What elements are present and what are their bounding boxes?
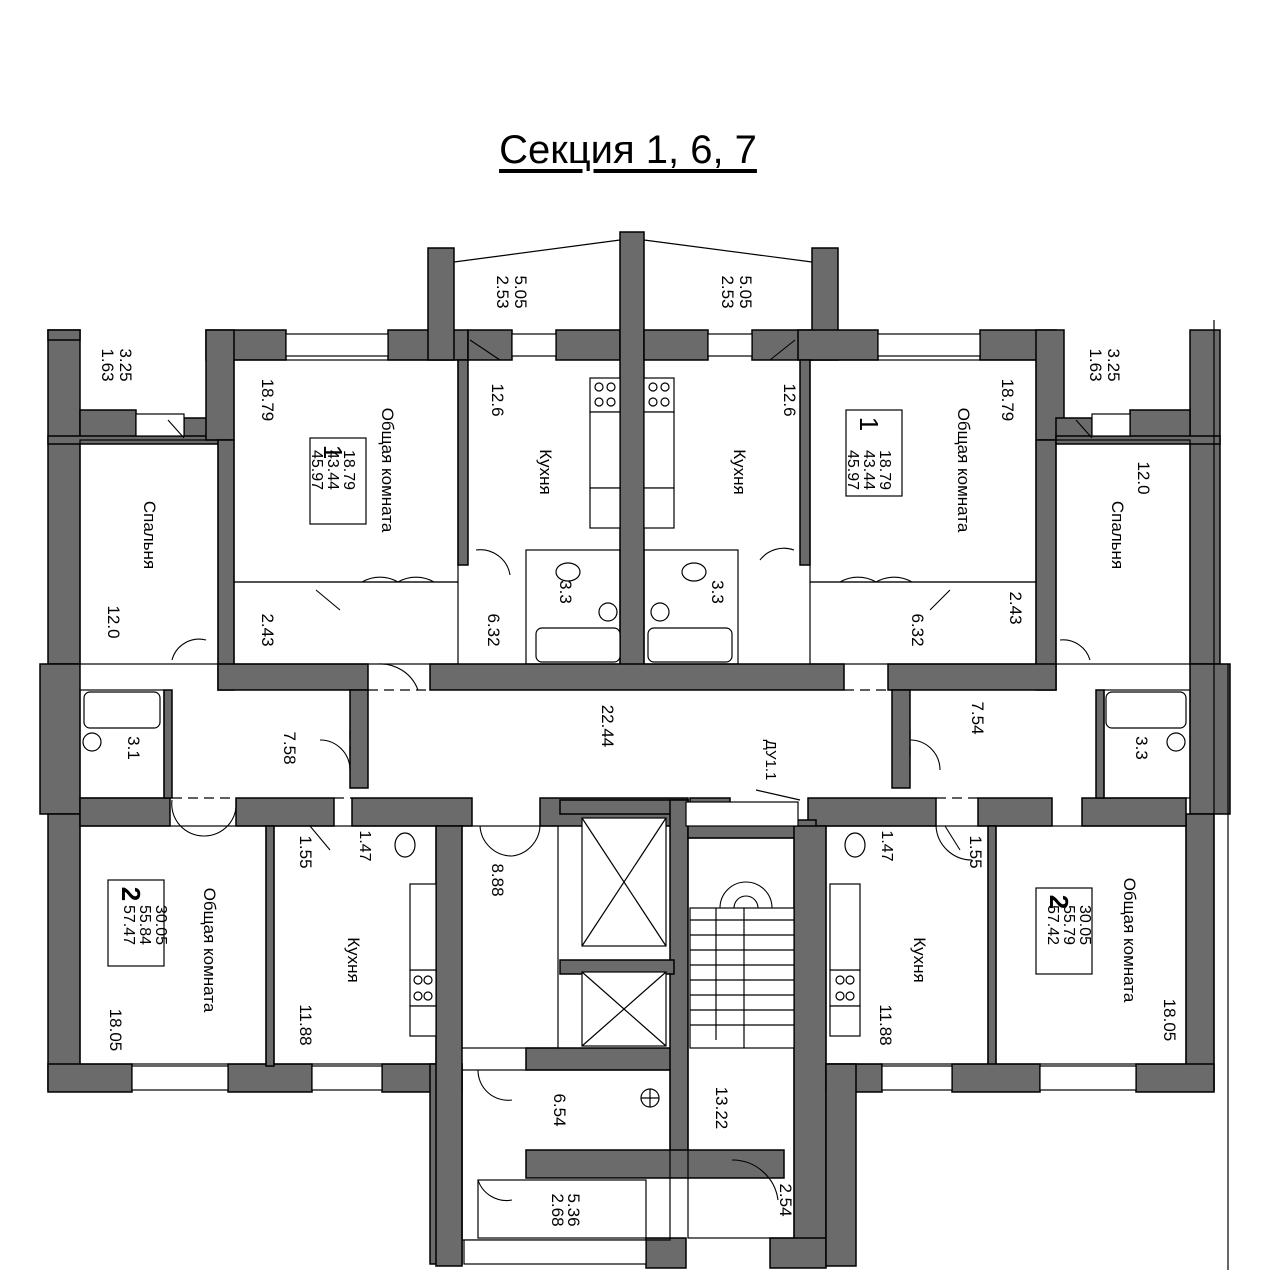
label-tl-living-name: Общая комната: [378, 408, 397, 533]
label-l-bed-area: 12.0: [104, 605, 123, 638]
label-tl-corr: 6.32: [484, 613, 503, 646]
label-bal-l-a: 3.25: [116, 348, 135, 381]
label-r-bed-area: 12.0: [1134, 461, 1153, 494]
apartment-type-box: [1035, 887, 1093, 975]
label-bl-kitchen-area: 11.88: [296, 1004, 315, 1045]
label-bl-kitchen-name: Кухня: [344, 937, 363, 983]
plan-title: Секция 1, 6, 7: [499, 128, 757, 172]
label-tr-corr: 6.32: [908, 613, 927, 646]
label-loggia-l-a: 5.05: [511, 275, 530, 308]
label-vest-c: 2.54: [776, 1183, 795, 1216]
partitions: [79, 239, 1229, 1270]
walls: [39, 231, 1231, 1269]
label-bal-r-a: 3.25: [1104, 348, 1123, 381]
label-r-bath: 3.3: [1132, 736, 1151, 760]
openings: [172, 689, 978, 799]
label-loggia-r-b: 2.53: [718, 275, 737, 308]
label-tr-bath: 3.3: [708, 580, 727, 604]
apartment-rooms-count: 1: [854, 417, 884, 431]
label-br-living-name: Общая комната: [1120, 878, 1139, 1003]
label-bl-box-c: 57.47: [120, 905, 137, 945]
label-tl-box-a: 18.79: [340, 450, 357, 490]
label-loggia-r-a: 5.05: [736, 275, 755, 308]
label-bl-wc-a: 1.55: [296, 835, 315, 868]
label-tr-kitchen-area: 12.6: [780, 383, 799, 416]
apartment-type-box: [845, 409, 903, 497]
doors: [167, 339, 1093, 1202]
label-br-living-area: 18.05: [1160, 999, 1179, 1042]
apartment-type-box: [107, 879, 165, 967]
label-tl-kitchen-name: Кухня: [536, 449, 555, 495]
label-tr-kitchen-name: Кухня: [730, 449, 749, 495]
label-tl-kitchen-area: 12.6: [488, 383, 507, 416]
apartment-rooms-count: 2: [116, 887, 146, 901]
label-br-box-c: 57.42: [1044, 905, 1061, 945]
apartment-type-box: [309, 437, 367, 525]
label-r-bed-name: Спальня: [1108, 501, 1127, 569]
label-tr-living-name: Общая комната: [954, 408, 973, 533]
label-br-box-a: 30.05: [1076, 905, 1093, 945]
label-vest-b: 2.68: [548, 1193, 567, 1226]
label-stair: 13.22: [712, 1087, 731, 1130]
label-tl-living-area: 18.79: [258, 379, 277, 422]
label-l-corr: 7.58: [280, 731, 299, 764]
apartment-rooms-count: 1: [318, 445, 348, 459]
label-tr-living-area: 18.79: [998, 379, 1017, 422]
label-br-wc-b: 1.55: [966, 835, 985, 868]
label-bl-box-a: 30.05: [152, 905, 169, 945]
label-loggia-l-b: 2.53: [493, 275, 512, 308]
windows: [131, 333, 1137, 1265]
label-tr-hall: 2.43: [1006, 591, 1025, 624]
label-tl-bath: 3.3: [556, 580, 575, 604]
label-tr-box-a: 18.79: [876, 450, 893, 490]
label-lobby: 6.54: [550, 1093, 569, 1126]
label-tl-box-c: 45.97: [308, 450, 325, 490]
label-tr-box-b: 43.44: [860, 450, 877, 490]
label-br-kitchen-area: 11.88: [876, 1004, 895, 1045]
label-du: ДУ1.1: [762, 740, 779, 781]
label-tl-hall: 2.43: [258, 613, 277, 646]
label-l-bath: 3.1: [124, 736, 143, 760]
label-bl-box-b: 55.84: [136, 905, 153, 945]
label-br-kitchen-name: Кухня: [910, 937, 929, 983]
apartment-rooms-count: 2: [1044, 895, 1074, 909]
label-bl-living-name: Общая комната: [200, 888, 219, 1013]
label-r-corr: 7.54: [968, 701, 987, 734]
label-vest-a: 5.36: [564, 1193, 583, 1226]
fixtures: [82, 377, 1187, 1108]
label-br-wc-a: 1.47: [878, 830, 895, 861]
label-bl-living-area: 18.05: [106, 1009, 125, 1052]
label-tl-box-b: 43.44: [324, 450, 341, 490]
label-bal-r-b: 1.63: [1086, 348, 1105, 381]
label-l-bed-name: Спальня: [140, 501, 159, 569]
label-bl-wc-b: 1.47: [356, 830, 373, 861]
label-br-box-b: 55.79: [1060, 905, 1077, 945]
label-tr-box-c: 45.97: [844, 450, 861, 490]
label-bal-l-b: 1.63: [98, 348, 117, 381]
label-corridor: 22.44: [598, 705, 617, 748]
label-lift-hall: 8.88: [488, 863, 507, 896]
